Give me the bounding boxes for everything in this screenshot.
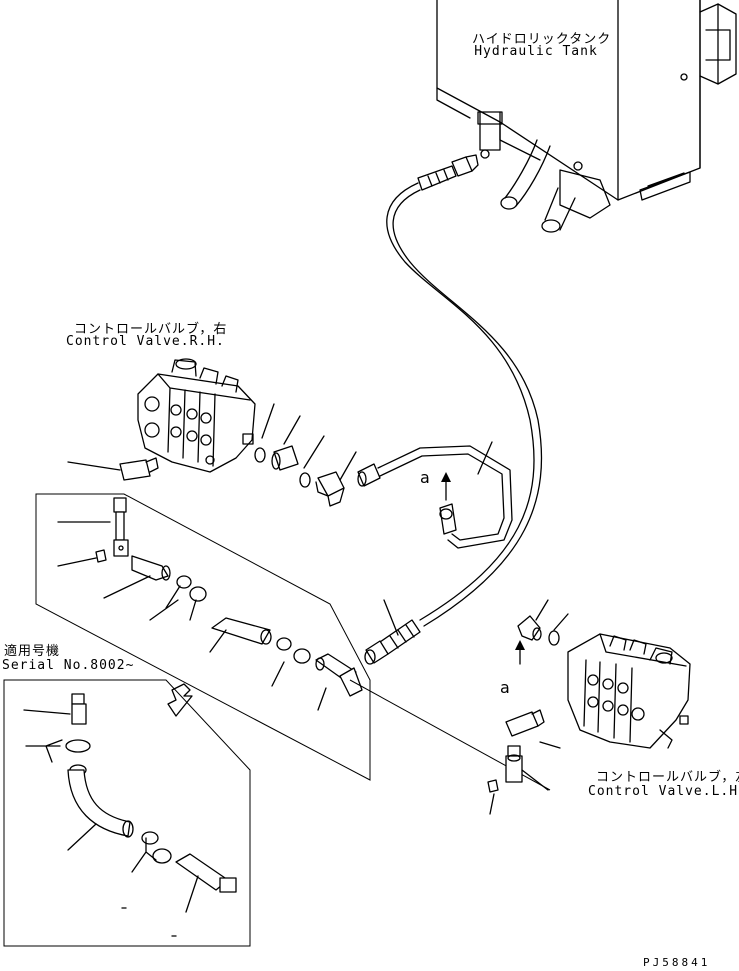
control-valve-rh-label-en: Control Valve.R.H. (66, 334, 225, 349)
mark-a-lower: a (500, 678, 510, 697)
leader-lines (24, 404, 568, 936)
hydraulic-tank-label-jp: ハイドロリックタンク (472, 32, 612, 47)
serial-label-jp: 適用号機 (4, 644, 61, 659)
control-valve-rh-label-jp: コントロールバルブ，右 (74, 322, 228, 337)
control-valve-lh-label-jp: コントロールバルブ，左 (596, 770, 739, 785)
serial-detail-panel (4, 680, 250, 946)
rh-fittings (255, 446, 344, 506)
control-valve-lh-label-en: Control Valve.L.H. (588, 784, 739, 799)
control-valve-rh (120, 359, 255, 480)
steel-tube (358, 446, 512, 548)
serial-label-en: Serial No.8002~ (2, 658, 135, 673)
exploded-parts-panel (36, 494, 370, 780)
hydraulic-tank-label-en: Hydraulic Tank (474, 44, 598, 59)
hydraulic-tank (437, 0, 736, 232)
control-valve-lh (488, 616, 690, 792)
drawing-id: PJ58841 (643, 956, 711, 969)
long-hose (365, 155, 542, 664)
mark-a-upper: a (420, 468, 430, 487)
